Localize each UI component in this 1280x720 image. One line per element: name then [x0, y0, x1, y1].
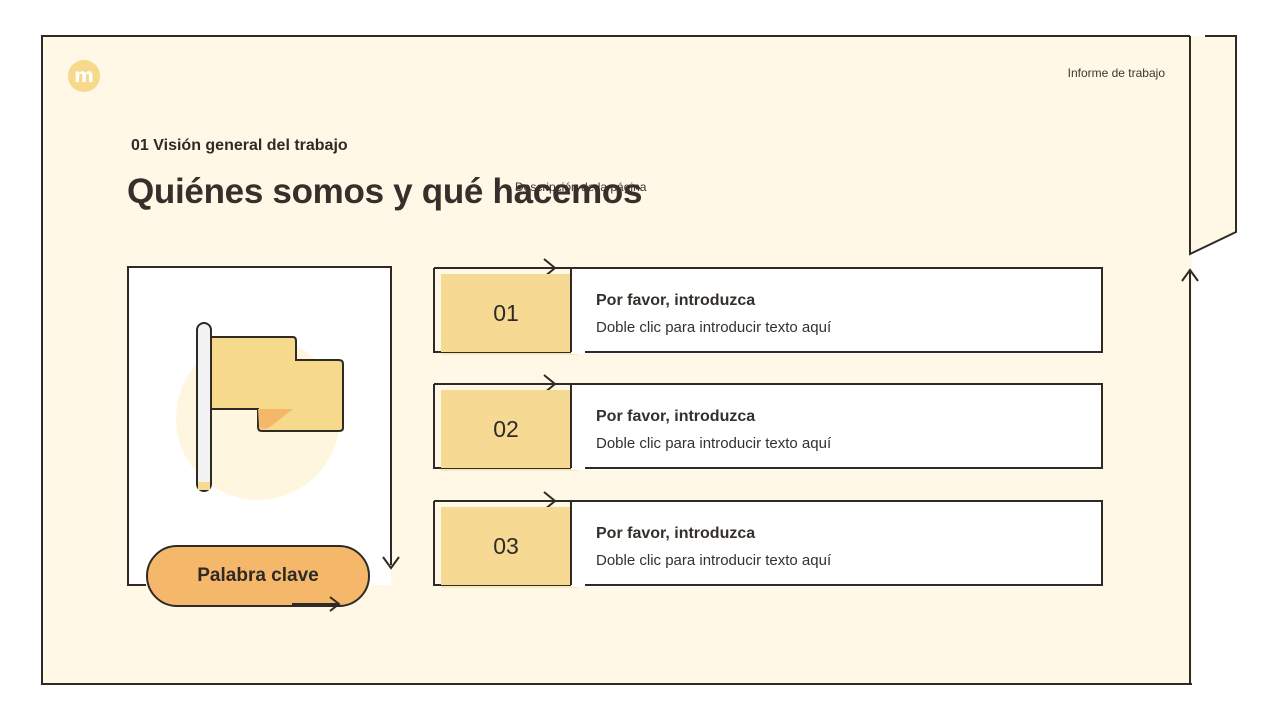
item-title[interactable]: Por favor, introduzca: [596, 525, 756, 542]
item-title[interactable]: Por favor, introduzca: [596, 408, 756, 425]
keyword-label: Palabra clave: [197, 565, 319, 586]
brand-logo: m: [68, 60, 100, 92]
item-number: 03: [493, 532, 519, 559]
logo-letter: m: [74, 64, 94, 87]
page-description: Descripción de la página: [515, 180, 647, 194]
item-title[interactable]: Por favor, introduzca: [596, 292, 756, 309]
item-card[interactable]: Por favor, introduzca Doble clic para in…: [571, 384, 1103, 470]
item-number: 01: [493, 299, 519, 326]
page-title: Quiénes somos y qué hacemos: [127, 172, 643, 211]
item-number-box: 02: [441, 390, 571, 468]
item-body[interactable]: Doble clic para introducir texto aquí: [596, 319, 832, 336]
keyword-button[interactable]: Palabra clave: [146, 545, 370, 607]
item-body[interactable]: Doble clic para introducir texto aquí: [596, 435, 832, 452]
item-card[interactable]: Por favor, introduzca Doble clic para in…: [571, 501, 1103, 587]
corner-tab: [1189, 35, 1237, 256]
keyword-arrow-icon: [292, 596, 341, 612]
item-body[interactable]: Doble clic para introducir texto aquí: [596, 552, 832, 569]
item-number-box: 01: [441, 274, 571, 352]
report-label: Informe de trabajo: [1067, 66, 1165, 80]
item-card[interactable]: Por favor, introduzca Doble clic para in…: [571, 268, 1103, 354]
item-number: 02: [493, 415, 519, 442]
section-title: 01 Visión general del trabajo: [131, 137, 348, 154]
item-number-box: 03: [441, 507, 571, 585]
